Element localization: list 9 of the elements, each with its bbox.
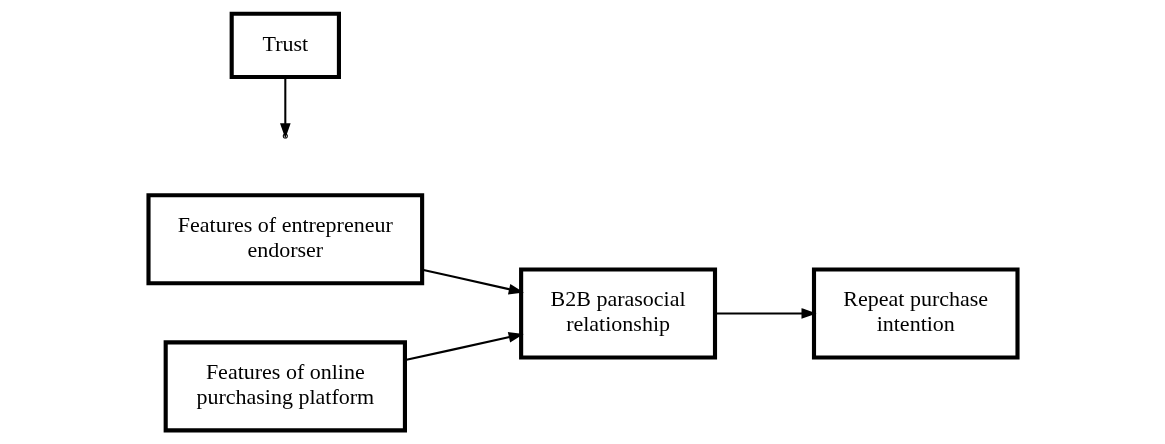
arrow (404, 332, 524, 362)
arrow (714, 308, 817, 319)
node-box: B2B parasocial relationship (518, 267, 717, 360)
node-box: Repeat purchase intention (811, 267, 1020, 360)
node-box: Trust (229, 11, 341, 79)
node-box: Features of online purchasing platform (163, 340, 407, 433)
node-box: Features of entrepreneur endorser (145, 193, 424, 286)
arrow (421, 268, 524, 295)
arrow (279, 76, 291, 139)
